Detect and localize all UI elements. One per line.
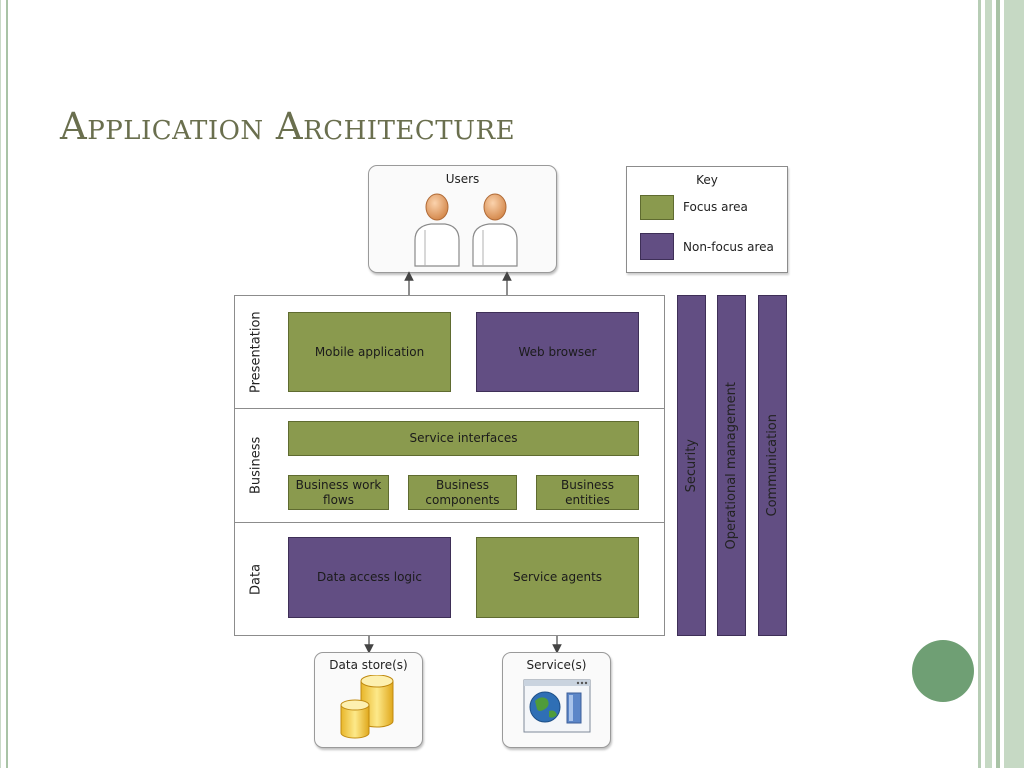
web-service-icon <box>523 679 591 733</box>
left-border <box>0 0 8 768</box>
user-icon <box>414 193 518 267</box>
legend-focus-swatch <box>640 195 674 220</box>
business-components-box: Business components <box>408 475 517 510</box>
layer-divider <box>235 408 664 409</box>
data-stores-box: Data store(s) <box>314 652 423 748</box>
legend: Key Focus area Non-focus area <box>626 166 788 273</box>
data-access-logic-box: Data access logic <box>288 537 451 618</box>
right-border <box>978 0 1024 768</box>
legend-title: Key <box>696 173 718 187</box>
web-browser-box: Web browser <box>476 312 639 392</box>
users-box: Users <box>368 165 557 273</box>
layers-panel: Presentation Mobile application Web brow… <box>234 295 665 636</box>
legend-nonfocus-swatch <box>640 233 674 260</box>
communication-bar: Communication <box>758 295 787 636</box>
service-agents-box: Service agents <box>476 537 639 618</box>
layer-label-presentation: Presentation <box>248 311 264 393</box>
business-work-flows-box: Business work flows <box>288 475 389 510</box>
security-label: Security <box>684 438 699 493</box>
security-bar: Security <box>677 295 706 636</box>
legend-focus-label: Focus area <box>683 200 748 214</box>
data-stores-label: Data store(s) <box>329 658 408 672</box>
users-label: Users <box>445 172 480 186</box>
layer-divider <box>235 522 664 523</box>
layer-label-business: Business <box>248 436 264 495</box>
accent-circle <box>912 640 974 702</box>
legend-nonfocus-label: Non-focus area <box>683 240 774 254</box>
layer-label-data: Data <box>248 563 264 595</box>
service-interfaces-box: Service interfaces <box>288 421 639 456</box>
operational-management-label: Operational management <box>724 381 739 550</box>
operational-management-bar: Operational management <box>717 295 746 636</box>
services-label: Service(s) <box>526 658 587 672</box>
communication-label: Communication <box>765 414 780 517</box>
mobile-application-box: Mobile application <box>288 312 451 392</box>
services-box: Service(s) <box>502 652 611 748</box>
business-entities-box: Business entities <box>536 475 639 510</box>
database-icon <box>340 675 394 739</box>
page-title: Application Architecture <box>60 105 516 148</box>
